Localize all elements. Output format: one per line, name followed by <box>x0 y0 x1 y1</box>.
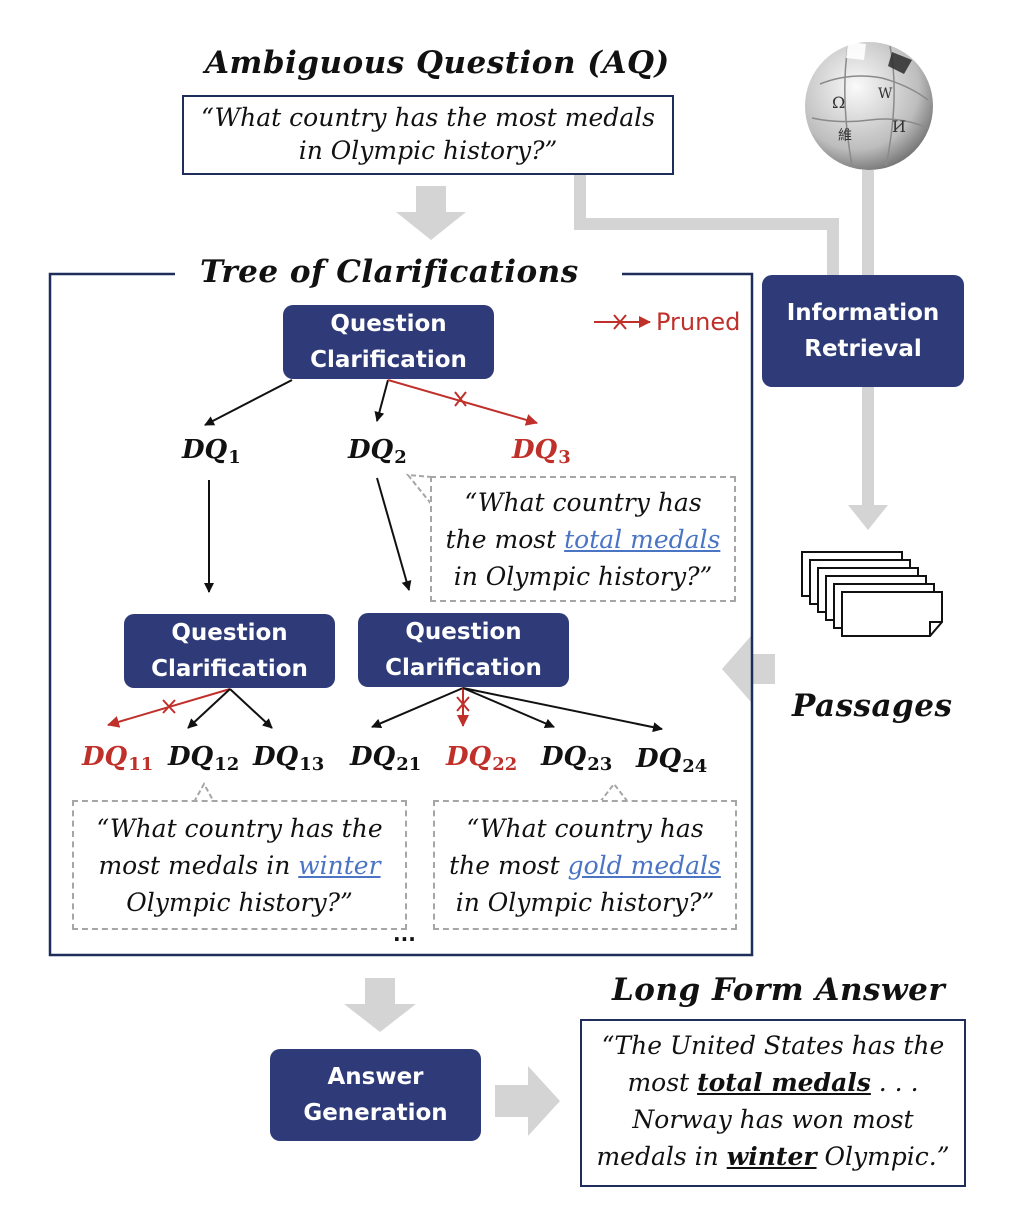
dq3-label: DQ3 <box>512 435 571 468</box>
left-clarified-callout: “What country has the most medals in win… <box>72 800 407 930</box>
dq2-callout: “What country has the most total medals … <box>430 476 736 602</box>
qc-dq2-line-2: Clarification <box>385 655 542 681</box>
svg-text:И: И <box>892 117 906 136</box>
retrieval-to-passages-arrowhead <box>848 505 888 530</box>
wikipedia-globe-icon: Ω W И 維 <box>805 42 933 170</box>
tree-down-arrow <box>344 978 416 1032</box>
edge-qc2-dq23 <box>462 687 555 729</box>
right-callout-line-3: in Olympic history?” <box>455 888 715 917</box>
generation-line-2: Generation <box>303 1100 448 1126</box>
edge-qc-dq1 <box>204 379 293 426</box>
passages-to-tree-arrow <box>722 636 775 702</box>
answer-line-1: “The United States has the <box>601 1031 945 1060</box>
retrieval-line-2: Retrieval <box>804 336 922 362</box>
dq11-label: DQ11 <box>82 742 154 775</box>
left-callout-line-2: most medals in winter <box>98 851 381 880</box>
qc-dq2-line-1: Question <box>405 619 522 645</box>
question-clarification-dq2: Question Clarification <box>358 613 569 687</box>
generation-line-1: Answer <box>327 1064 424 1090</box>
dq1-label: DQ1 <box>182 435 241 468</box>
aq-line-2: in Olympic history?” <box>298 136 558 165</box>
prune-mark-dq11 <box>162 699 176 714</box>
answer-line-3: Norway has won most <box>632 1105 914 1134</box>
aq-to-retrieval-connector <box>574 174 839 282</box>
root-qc-line-2: Clarification <box>310 347 467 373</box>
ambiguous-question-title: Ambiguous Question (AQ) <box>205 45 670 81</box>
dq2-callout-line-3: in Olympic history?” <box>453 562 713 591</box>
answer-line-2: most total medals . . . <box>627 1068 919 1097</box>
svg-text:Ω: Ω <box>832 93 845 112</box>
dq2-callout-line-1: “What country has <box>464 488 702 517</box>
tree-ellipsis: ... <box>393 922 416 946</box>
right-callout-pointer <box>599 782 629 803</box>
dq22-label: DQ22 <box>446 742 518 775</box>
tree-frame <box>48 272 754 957</box>
passages-stack-icon <box>801 551 943 637</box>
dq21-label: DQ21 <box>350 742 422 775</box>
qc-dq1-line-2: Clarification <box>151 656 308 682</box>
question-clarification-dq1: Question Clarification <box>124 614 335 688</box>
aq-line-1: “What country has the most medals <box>201 103 655 132</box>
dq2-callout-pointer <box>405 473 433 506</box>
root-qc-line-1: Question <box>330 311 447 337</box>
dq12-label: DQ12 <box>168 742 240 775</box>
dq13-label: DQ13 <box>253 742 325 775</box>
svg-text:W: W <box>878 86 893 102</box>
information-retrieval-module: Information Retrieval <box>762 275 964 387</box>
edge-qc2-dq21 <box>371 687 464 729</box>
long-form-answer-title: Long Form Answer <box>612 972 946 1008</box>
pruned-legend-x <box>613 314 627 330</box>
edge-qc-dq2 <box>374 379 389 422</box>
right-clarified-callout: “What country has the most gold medals i… <box>433 800 737 930</box>
tree-title: Tree of Clarifications <box>200 254 579 290</box>
aq-down-arrow <box>396 186 466 240</box>
answer-line-4: medals in winter Olympic.” <box>596 1142 950 1171</box>
svg-text:維: 維 <box>838 128 852 144</box>
edge-qc1-dq13 <box>229 688 273 729</box>
prune-mark-dq3 <box>454 391 467 407</box>
ambiguous-question-box: “What country has the most medals in Oly… <box>182 95 674 175</box>
right-callout-line-2: the most gold medals <box>449 851 721 880</box>
prune-mark-dq22 <box>456 696 470 712</box>
root-question-clarification: Question Clarification <box>283 305 494 379</box>
dq24-label: DQ24 <box>636 744 708 777</box>
left-callout-line-1: “What country has the <box>96 814 383 843</box>
edge-qc2-dq24 <box>462 687 663 733</box>
qc-dq1-line-1: Question <box>171 620 288 646</box>
pruned-legend-label: Pruned <box>656 308 741 336</box>
edge-dq2-qc <box>376 477 412 591</box>
left-callout-line-3: Olympic history?” <box>126 888 353 917</box>
dq2-label: DQ2 <box>348 435 407 468</box>
right-callout-line-1: “What country has <box>466 814 704 843</box>
retrieval-line-1: Information <box>786 300 940 326</box>
edge-qc1-dq12 <box>187 688 231 729</box>
dq2-callout-line-2: the most total medals <box>445 525 721 554</box>
answer-generation-module: Answer Generation <box>270 1049 481 1141</box>
long-form-answer-box: “The United States has the most total me… <box>580 1019 966 1187</box>
passages-label: Passages <box>792 688 953 724</box>
left-callout-pointer <box>193 781 215 803</box>
generation-to-answer-arrow <box>495 1066 560 1136</box>
dq23-label: DQ23 <box>541 742 613 775</box>
